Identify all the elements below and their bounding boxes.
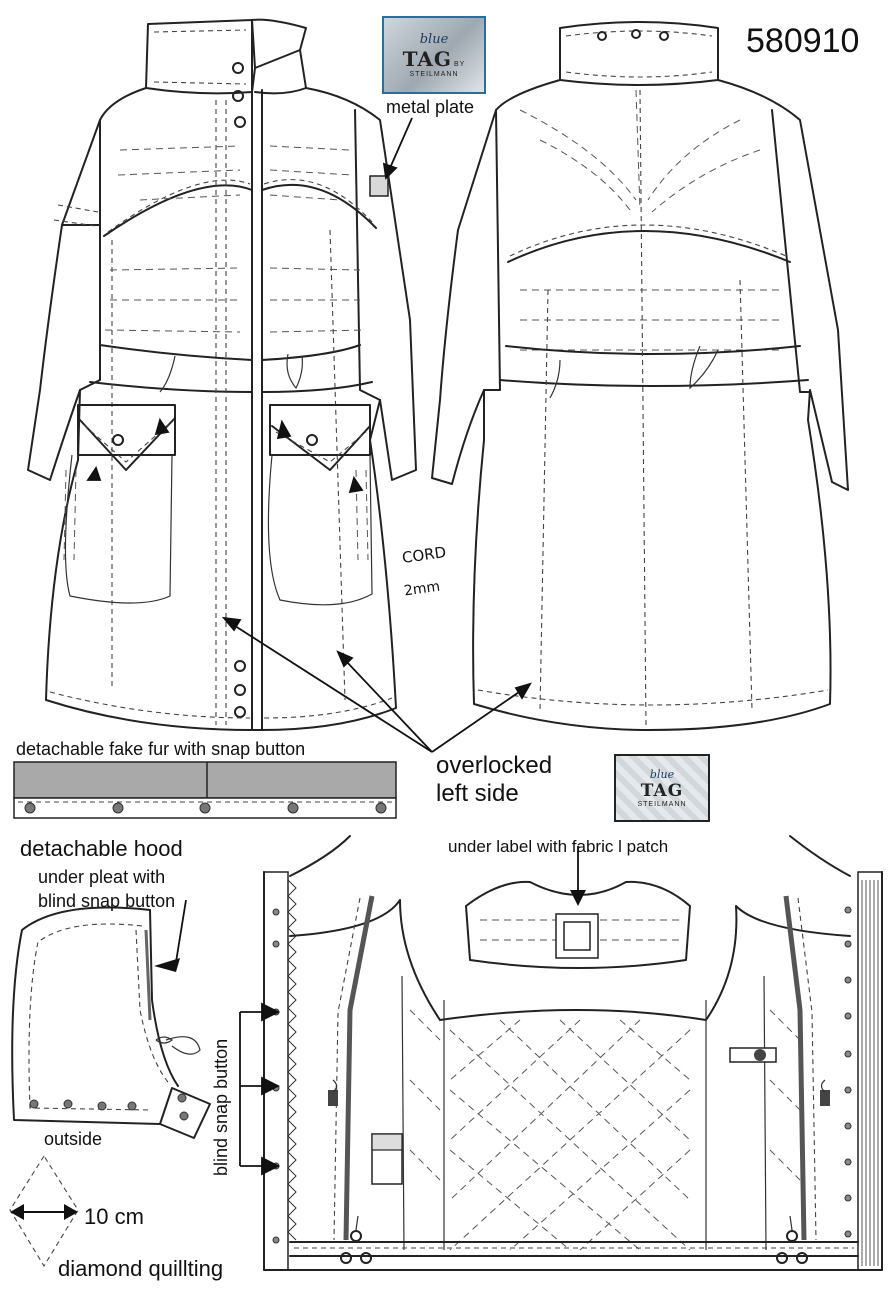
under-pleat-label-line2: blind snap button [38,891,176,911]
fake-fur-label: detachable fake fur with snap button [16,739,306,759]
diamond-quilting-sample [9,1154,79,1268]
size-label: 10 cm [84,1204,144,1229]
detachable-hood-drawing [11,899,211,1139]
logo-maker: STEILMANN [409,71,459,78]
annotation-arrows [86,117,532,753]
under-pleat-label-line1: under pleat with [38,867,166,887]
inside-view [239,835,883,1271]
outside-label: outside [44,1129,103,1149]
logo-script: blue [419,32,449,47]
brand-logo-top: blue TAG BY STEILMANN [382,16,486,94]
logo-by: BY [454,61,466,68]
fake-fur-strip [13,761,397,819]
overlocked-label-line2: left side [436,780,519,807]
overlocked-label-line1: overlocked [436,752,553,779]
logo-tag: TAG [402,47,453,71]
blind-snap-label: blind snap button [211,1038,231,1176]
style-number: 580910 [746,22,860,60]
under-label-text: under label with fabric l patch [448,837,669,856]
label-logo-tag: TAG [640,781,684,801]
detachable-hood-label: detachable hood [20,836,183,861]
front-view-coat [27,18,417,731]
back-view-coat [431,21,849,731]
label-logo-maker: STEILMANN [637,801,687,808]
brand-logo-label: blue TAG STEILMANN [614,754,710,822]
label-logo-script: blue [649,768,675,781]
diamond-quilting-label: diamond quillting [58,1256,224,1281]
metal-plate-label: metal plate [386,97,475,117]
